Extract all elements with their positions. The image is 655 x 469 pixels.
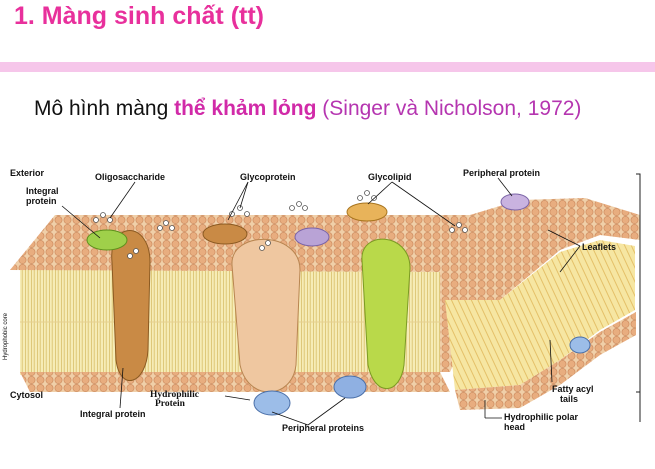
purple-protein-top xyxy=(294,227,330,247)
peripheral-protein-blue-1 xyxy=(253,390,291,416)
slide-caption: Mô hình màng thể khảm lỏng (Singer và Ni… xyxy=(34,95,649,123)
caption-emphasis: thể khảm lỏng xyxy=(174,97,317,120)
green-protein-top xyxy=(86,229,128,251)
leader-lines xyxy=(61,177,581,426)
label-hydrophilic-protein-2: Protein xyxy=(155,399,186,409)
label-leaflets: Leaflets xyxy=(582,242,616,252)
glycolipid-head xyxy=(346,202,388,222)
caption-citation: (Singer và Nicholson, 1972) xyxy=(316,97,582,120)
peripheral-protein-blue-3 xyxy=(569,336,591,354)
integral-protein-tan xyxy=(231,238,301,393)
label-glycoprotein: Glycoprotein xyxy=(240,172,296,182)
membrane-diagram: Exterior Integral protein Oligosaccharid… xyxy=(3,168,641,433)
curved-leaflet-bottom xyxy=(455,312,636,410)
title-divider xyxy=(0,62,655,72)
label-glycolipid: Glycolipid xyxy=(368,172,412,182)
label-exterior: Exterior xyxy=(10,168,45,178)
oligosaccharide-chains xyxy=(93,190,468,259)
caption-prefix: Mô hình màng xyxy=(34,97,175,120)
glycoprotein-body xyxy=(202,223,248,245)
integral-protein-brown xyxy=(111,230,151,381)
label-integral-protein-bottom: Integral protein xyxy=(80,409,146,419)
peripheral-protein-blue-2 xyxy=(333,375,367,399)
peripheral-protein-top xyxy=(500,193,530,211)
label-fatty-acyl-tails-1: Fatty acyl xyxy=(552,384,594,394)
integral-protein-green xyxy=(361,238,411,390)
curved-leaflet-tails xyxy=(445,240,635,390)
label-peripheral-proteins: Peripheral proteins xyxy=(282,423,364,433)
label-integral-protein-top-2: protein xyxy=(26,196,57,206)
label-integral-protein-top-1: Integral xyxy=(26,186,59,196)
label-cytosol: Cytosol xyxy=(10,390,43,400)
curved-leaflet-top xyxy=(440,198,640,372)
slide-title: 1. Màng sinh chất (tt) xyxy=(14,2,264,30)
label-hydrophilic-polar-head-2: head xyxy=(504,422,525,432)
label-peripheral-protein: Peripheral protein xyxy=(463,168,540,178)
label-hydrophilic-protein-1: Hydrophilic xyxy=(150,390,199,400)
label-hydrophobic-core: Hydrophobic core xyxy=(3,312,9,360)
label-oligosaccharide: Oligosaccharide xyxy=(95,172,165,182)
label-hydrophilic-polar-head-1: Hydrophilic polar xyxy=(504,412,579,422)
label-fatty-acyl-tails-2: tails xyxy=(560,394,578,404)
